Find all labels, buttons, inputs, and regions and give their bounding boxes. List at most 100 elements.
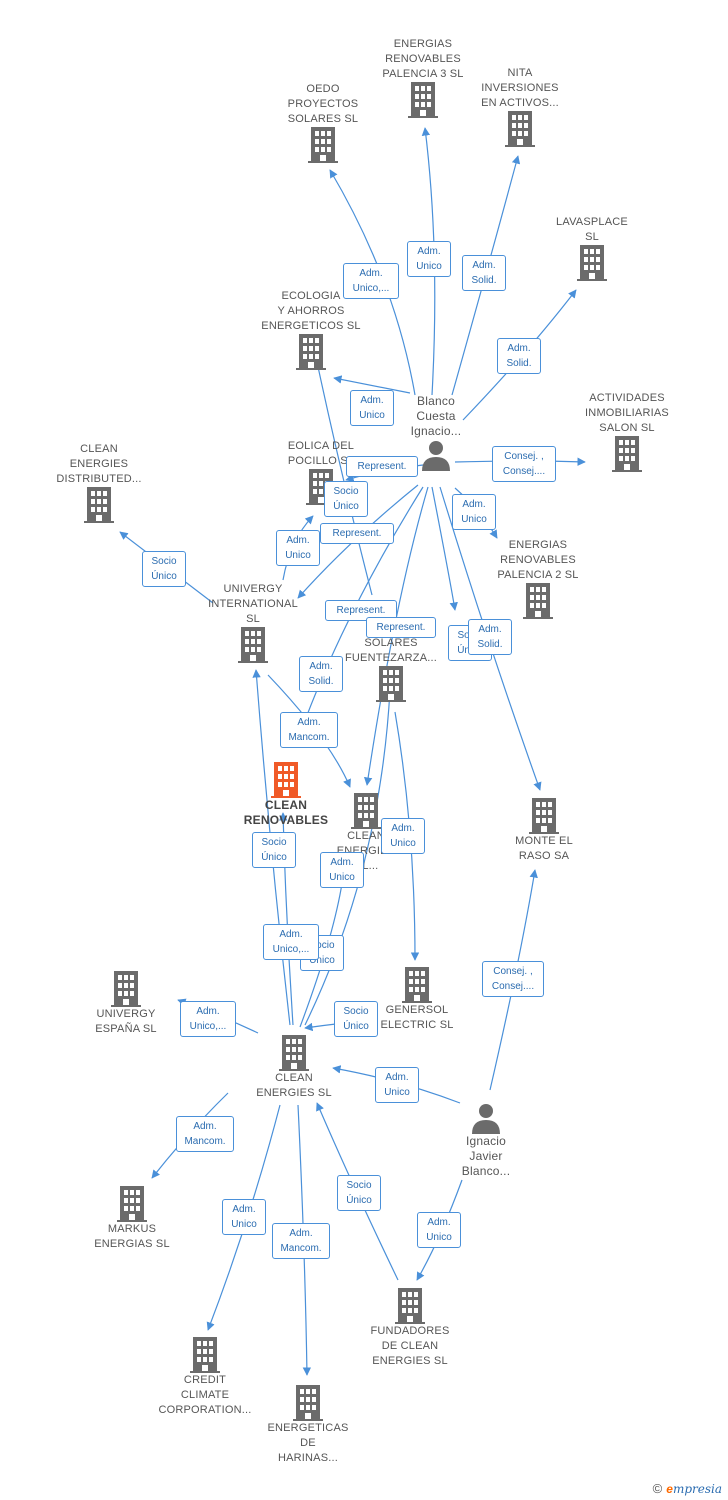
building-icon	[395, 1288, 425, 1324]
building-icon	[111, 971, 141, 1007]
edge-label[interactable]: Consej. ,Consej....	[492, 446, 556, 482]
edge-label[interactable]: Consej. ,Consej....	[482, 961, 544, 997]
building-icon	[293, 1385, 323, 1421]
building-icon	[505, 111, 535, 147]
edge-label[interactable]: Adm.Unico	[320, 852, 364, 888]
building-icon	[84, 487, 114, 523]
building-icon	[296, 334, 326, 370]
edge-label[interactable]: Adm.Unico,...	[263, 924, 319, 960]
edge-label[interactable]: Adm.Unico	[452, 494, 496, 530]
building-icon	[523, 583, 553, 619]
edge-label[interactable]: Represent.	[366, 617, 436, 638]
building-icon	[271, 762, 301, 798]
edge-label[interactable]: Adm.Mancom.	[176, 1116, 234, 1152]
edge-label[interactable]: Adm.Unico	[375, 1067, 419, 1103]
edge-label[interactable]: Represent.	[346, 456, 418, 477]
edge-label[interactable]: Adm.Solid.	[462, 255, 506, 291]
copyright-symbol: ©	[652, 1481, 663, 1496]
building-icon	[612, 436, 642, 472]
edge-label[interactable]: Adm.Solid.	[299, 656, 343, 692]
edge-label[interactable]: Represent.	[325, 600, 397, 621]
person-icon	[422, 441, 450, 471]
building-icon	[351, 793, 381, 829]
edge-label[interactable]: Adm.Unico,...	[180, 1001, 236, 1037]
brand-name: mpresia	[672, 1482, 722, 1496]
building-icon	[529, 798, 559, 834]
building-icon	[279, 1035, 309, 1071]
building-icon	[577, 245, 607, 281]
edge-line	[431, 486, 458, 611]
edge-line	[314, 361, 373, 596]
edge-label[interactable]: Adm.Unico,...	[343, 263, 399, 299]
edge-label[interactable]: Adm.Mancom.	[280, 712, 338, 748]
building-icon	[376, 666, 406, 702]
edge-label[interactable]: Adm.Unico	[381, 818, 425, 854]
edge-label[interactable]: Adm.Solid.	[468, 619, 512, 655]
brand-logo-initial: e	[666, 1482, 673, 1496]
building-icon	[190, 1337, 220, 1373]
building-icon	[308, 127, 338, 163]
brand-footer[interactable]: ©empresia	[653, 1481, 722, 1496]
building-icon	[408, 82, 438, 118]
edge-label[interactable]: Adm.Unico	[276, 530, 320, 566]
building-icon	[117, 1186, 147, 1222]
edge-line	[333, 375, 411, 394]
building-icon	[402, 967, 432, 1003]
edge-label[interactable]: Adm.Solid.	[497, 338, 541, 374]
edge-label[interactable]: Adm.Unico	[407, 241, 451, 277]
edge-label[interactable]: Adm.Unico	[222, 1199, 266, 1235]
edge-label[interactable]: Represent.	[320, 523, 394, 544]
edge-label[interactable]: Adm.Unico	[350, 390, 394, 426]
building-icon	[238, 627, 268, 663]
person-icon	[472, 1104, 500, 1134]
edge-label[interactable]: Adm.Mancom.	[272, 1223, 330, 1259]
edge-label[interactable]: Adm.Unico	[417, 1212, 461, 1248]
